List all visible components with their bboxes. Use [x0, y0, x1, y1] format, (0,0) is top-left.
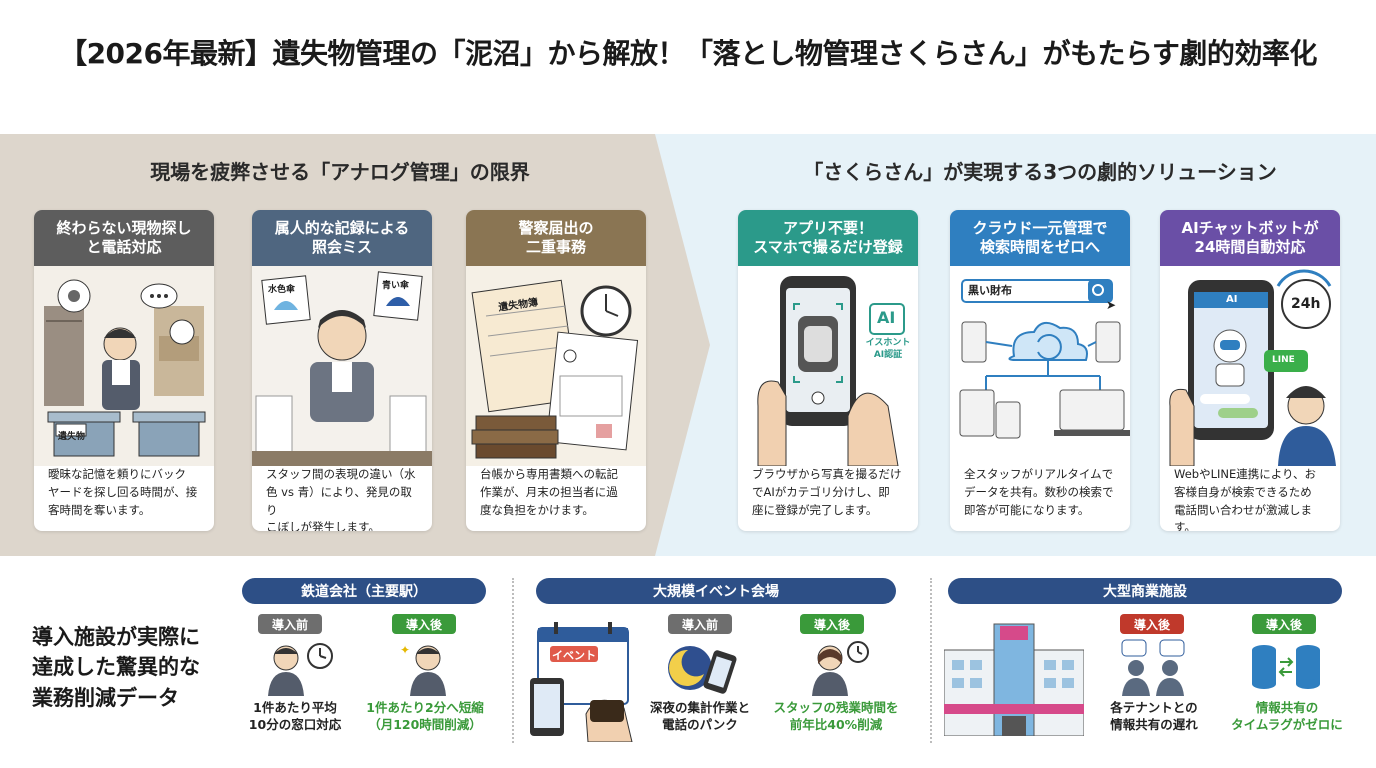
card-title: 終わらない現物探し と電話対応 [34, 210, 214, 266]
divider [930, 578, 932, 743]
solution-card-cloud: クラウド一元管理で 検索時間をゼロへ 黒い財布 ➤ 全スタッフがリアルタイムで … [950, 210, 1130, 531]
ai-badge: AI [877, 308, 896, 327]
database-sync-icon [1250, 640, 1322, 700]
svg-text:✦: ✦ [400, 643, 410, 657]
card-description: 台帳から専用書類への転記 作業が、月末の担当者に過 度な負担をかけます。 [480, 467, 618, 517]
event-before-text: 深夜の集計作業と 電話のパンク [649, 700, 750, 732]
railway-pill: 鉄道会社（主要駅） [242, 578, 486, 604]
mall-before-text: 各テナントとの 情報共有の遅れ [1110, 700, 1198, 732]
tenants-people-icon [1118, 638, 1190, 700]
solution-card-photo: アプリ不要！ スマホで撮るだけ登録 AI イスホント AI認証 ブラウザから写真… [738, 210, 918, 531]
card-title: アプリ不要！ スマホで撮るだけ登録 [738, 210, 918, 266]
card-title: クラウド一元管理で 検索時間をゼロへ [950, 210, 1130, 266]
divider [512, 578, 514, 743]
after-tag: 導入後 [392, 614, 456, 634]
chat-header-label: AI [1226, 294, 1238, 305]
card-description: WebやLINE連携により、お 客様自身が検索できるため 電話問い合わせが激減し… [1174, 467, 1317, 531]
card-description: ブラウザから写真を撮るだけ でAIがカテゴリ分けし、即 座に登録が完了します。 [752, 467, 902, 517]
mall-pill: 大型商業施設 [948, 578, 1342, 604]
happy-staff-icon: ✦ [398, 640, 458, 700]
event-calendar-illustration: イベント [528, 618, 638, 746]
relaxed-staff-icon [804, 640, 872, 700]
event-pill: 大規模イベント会場 [536, 578, 896, 604]
stressed-staff-icon [262, 640, 334, 700]
after-tag: 導入後 [800, 614, 864, 634]
calendar-label: イベント [552, 649, 596, 662]
problem-card-search: 終わらない現物探し と電話対応 遺失物 曖昧な記憶を頼りにバック ヤードを探し回… [34, 210, 214, 531]
problem-card-police: 警察届出の 二重事務 遺失物簿 台帳から専用書類への転記 作業が、月末の担当者に… [466, 210, 646, 531]
card-title: AIチャットボットが 24時間自動対応 [1160, 210, 1340, 266]
ai-caption: イスホント AI認証 [865, 338, 911, 360]
before-tag: 導入前 [258, 614, 322, 634]
card-description: 曖昧な記憶を頼りにバック ヤードを探し回る時間が、接 客時間を奪います。 [48, 467, 198, 517]
card-title: 属人的な記録による 照会ミス [252, 210, 432, 266]
solution-card-chatbot: AIチャットボットが 24時間自動対応 AI 24h LINE WebやLINE… [1160, 210, 1340, 531]
card-description: 全スタッフがリアルタイムで データを共有。数秒の検索で 即答が可能になります。 [964, 467, 1114, 517]
ledger-documents-illustration: 遺失物簿 [466, 266, 646, 466]
shopping-mall-illustration [943, 620, 1085, 740]
mall-after-text: 情報共有の タイムラグがゼロに [1231, 700, 1343, 732]
problem-card-records: 属人的な記録による 照会ミス 水色傘 青い傘 スタッフ間の表現の違い（水 色 v… [252, 210, 432, 531]
line-badge: LINE [1272, 355, 1295, 365]
after-tag: 導入後 [1252, 614, 1316, 634]
railway-after-text: 1件あたり2分へ短縮 （月120時間削減） [366, 700, 484, 732]
card-title: 警察届出の 二重事務 [466, 210, 646, 266]
railway-before-text: 1件あたり平均 10分の窓口対応 [248, 700, 342, 732]
results-label: 導入施設が実際に 達成した驚異的な 業務削減データ [32, 625, 200, 710]
clock-24h-label: 24h [1291, 296, 1321, 312]
cursor-icon: ➤ [1106, 298, 1117, 312]
page-title: 【2026年最新】遺失物管理の「泥沼」から解放！「落とし物管理さくらさん」がもた… [59, 37, 1317, 70]
event-after-text: スタッフの残業時間を 前年比40%削減 [773, 700, 899, 732]
before-tag: 導入後 [1120, 614, 1184, 634]
card-description: スタッフ間の表現の違い（水 色 vs 青）により、発見の取り こぼしが発生します… [266, 467, 416, 531]
lost-item-box-label: 遺失物 [58, 432, 86, 442]
before-tag: 導入前 [668, 614, 732, 634]
phone-camera-illustration: AI イスホント AI認証 [738, 266, 918, 466]
umbrella-label-light-blue: 水色傘 [268, 285, 296, 295]
chatbot-illustration: AI 24h LINE [1160, 266, 1340, 466]
problems-heading: 現場を疲弊させる「アナログ管理」の限界 [150, 160, 530, 184]
confused-staff-illustration: 水色傘 青い傘 [252, 266, 432, 466]
search-input[interactable]: 黒い財布 [968, 284, 1012, 297]
solutions-heading: 「さくらさん」が実現する3つの劇的ソリューション [803, 160, 1277, 184]
umbrella-label-blue: 青い傘 [382, 281, 410, 291]
phone-search-illustration: 遺失物 [34, 266, 214, 466]
cloud-sync-illustration: 黒い財布 ➤ [950, 266, 1130, 466]
night-phone-icon [664, 640, 740, 700]
